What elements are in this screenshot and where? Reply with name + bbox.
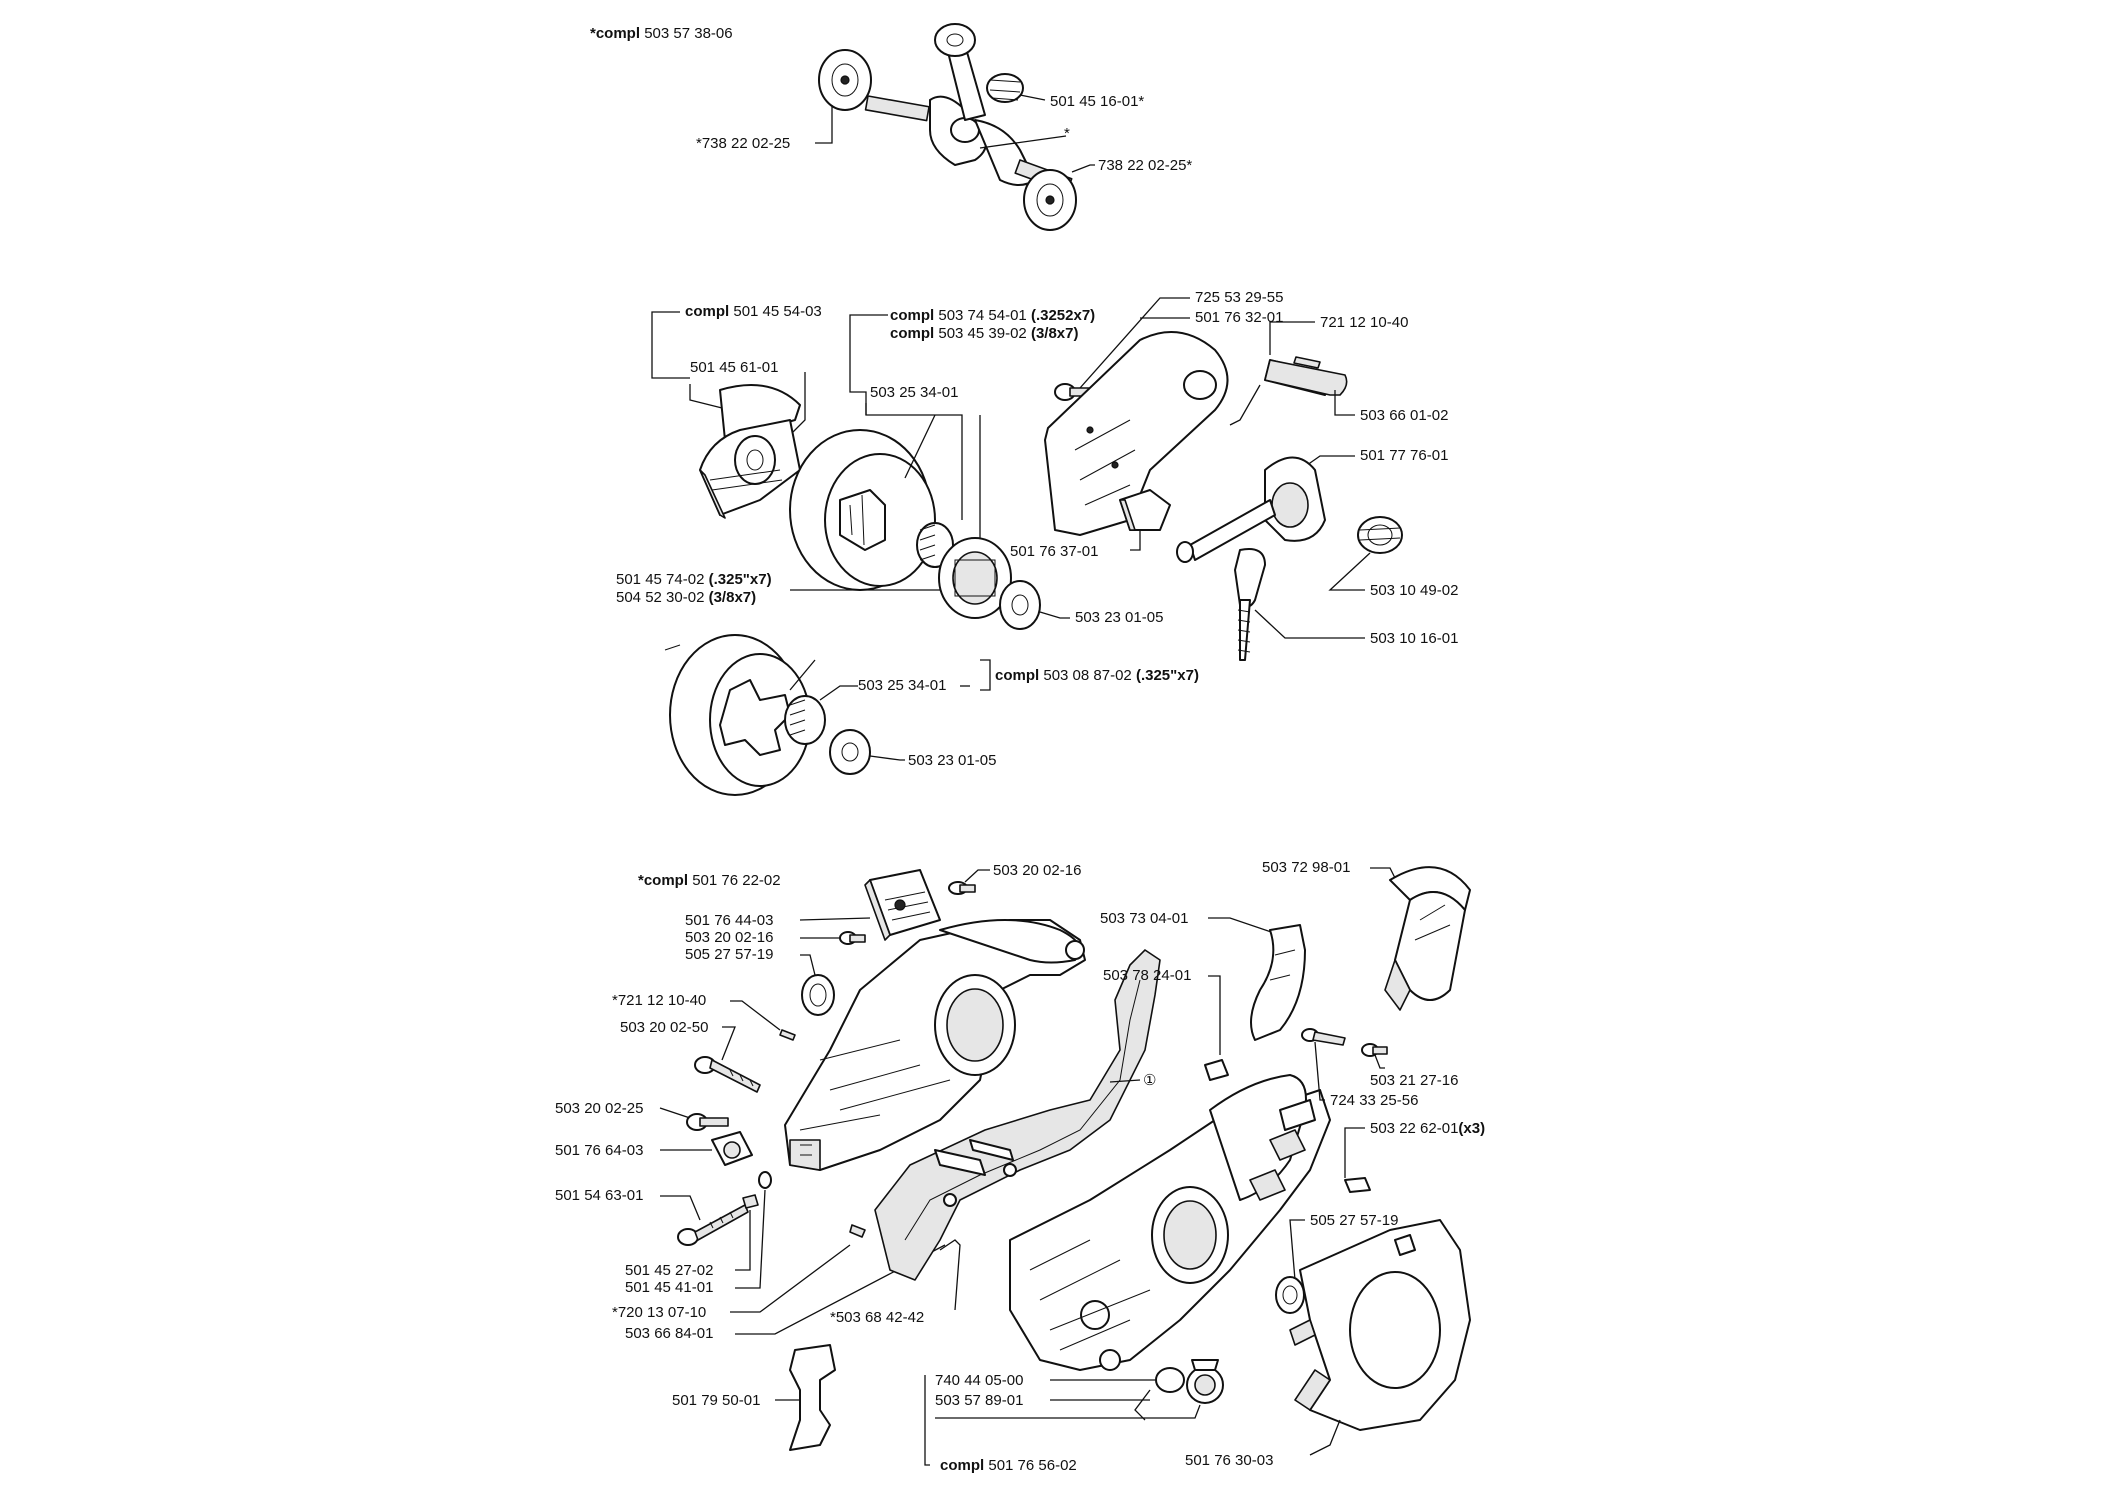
crankcase-compl-label: *compl 501 76 22-02 [638,872,781,889]
crankcase-bolt-2-drawing [686,1113,729,1131]
oil-pump-screw-drawing [1054,383,1091,401]
oil-pump-pin-label: 721 12 10-40 [1320,314,1408,331]
oil-pump-spring-drawing [1357,516,1403,554]
clutch-bearing-2-label: 503 25 34-01 [858,677,946,694]
crankcase-grommet-label: 503 78 24-01 [1103,967,1191,984]
clutch-shoe-compl-label: compl 501 45 54-03 [685,303,822,320]
clutch-sprocket-2-label: 504 52 30-02 (3/8x7) [616,589,756,606]
crankcase-bolt-1-label: 503 20 02-50 [620,1019,708,1036]
clutch-drum-2-drawing [664,634,811,796]
crankcase-o-ring-drawing [1134,1367,1185,1421]
crankcase-gasket-marker: ① [1143,1072,1156,1089]
clutch-needle-bearing-2-drawing [784,695,826,745]
crankcase-cover-label: 503 73 04-01 [1100,910,1188,927]
crankcase-stop-drawing [711,1131,753,1166]
clutch-washer-1-drawing [999,580,1041,630]
crankcase-part-a-label: 501 45 27-02 [625,1262,713,1279]
crankcase-screw-mount-label: 503 20 02-16 [685,929,773,946]
crankcase-screw-set-drawing [1344,1177,1371,1193]
oil-pump-plate-drawing [1044,331,1229,536]
crankshaft-bearing-left-label: *738 22 02-25 [696,135,790,152]
clutch-drum-compl-1-label: compl 503 74 54-01 (.3252x7) [890,307,1095,324]
clutch-drum-1-drawing [789,429,936,591]
oil-pump-guide-drawing [1119,489,1171,531]
clutch-washer-1-label: 503 23 01-05 [1075,609,1163,626]
crankcase-stop-label: 501 76 64-03 [555,1142,643,1159]
crankcase-bolt-3-label: 501 54 63-01 [555,1187,643,1204]
crankcase-grommet-drawing [1204,1059,1229,1081]
crankcase-part-c-label: 503 66 84-01 [625,1325,713,1342]
crankcase-part-a-drawing [742,1171,772,1209]
crankshaft-bearing-right-label: 738 22 02-25* [1098,157,1192,174]
clutch-shoe-drawing [699,384,801,519]
crankcase-bolt-1-drawing [694,1056,761,1093]
clutch-sprocket-drawing [938,537,1012,619]
crankshaft-drawing [818,23,1077,231]
oil-pump-guide-label: 501 76 37-01 [1010,543,1098,560]
crankcase-deflector-label: 503 72 98-01 [1262,859,1350,876]
crankcase-seal-right-drawing [1275,1276,1305,1314]
crankcase-pin-b-label: *720 13 07-10 [612,1304,706,1321]
crankcase-mount-label: 501 76 44-03 [685,912,773,929]
oil-pump-hose-label: 503 10 16-01 [1370,630,1458,647]
clutch-bearing-1-label: 503 25 34-01 [870,384,958,401]
oil-pump-hose-drawing [1234,548,1266,661]
crankcase-chain-catcher-label: 501 79 50-01 [672,1392,760,1409]
oil-pump-shaft-label: 503 66 01-02 [1360,407,1448,424]
clutch-drum-compl-2-label: compl 503 45 39-02 (3/8x7) [890,325,1078,342]
oil-pump-pump-drawing [1176,456,1326,563]
crankcase-screw-cover-2-label: 724 33 25-56 [1330,1092,1418,1109]
crankshaft-compl-label: *compl 503 57 38-06 [590,25,733,42]
crankcase-screw-top-drawing [948,881,976,895]
crankcase-deflector-drawing [1384,866,1471,1011]
crankcase-starter-guard-drawing [1289,1219,1471,1431]
crankcase-seal-left-label: 505 27 57-19 [685,946,773,963]
clutch-washer-2-label: 503 23 01-05 [908,752,996,769]
crankcase-cap-drawing [1186,1359,1224,1404]
clutch-washer-2-drawing [829,729,871,775]
crankcase-screw-cover-label: 503 21 27-16 [1370,1072,1458,1089]
crankcase-starter-guard-label: 501 76 30-03 [1185,1452,1273,1469]
crankcase-gasket-drawing [874,949,1161,1281]
oil-pump-shaft-drawing [1229,359,1348,426]
oil-pump-spring-label: 503 10 49-02 [1370,582,1458,599]
oil-pump-plate-label: 501 76 32-01 [1195,309,1283,326]
crankshaft-needle-bearing-label: 501 45 16-01* [1050,93,1144,110]
clutch-sprocket-1-label: 501 45 74-02 (.325"x7) [616,571,772,588]
crankcase-cover-drawing [1250,924,1306,1041]
clutch-shoe-label: 501 45 61-01 [690,359,778,376]
oil-pump-screw-label: 725 53 29-55 [1195,289,1283,306]
crankcase-pin-left-label: *721 12 10-40 [612,992,706,1009]
crankcase-screw-mount-drawing [839,931,866,945]
crankcase-seal-left-drawing [801,974,835,1016]
clutch-drum-compl-3-label: compl 503 08 87-02 (.325"x7) [995,667,1199,684]
clutch-group: compl 501 45 54-03 501 45 61-01 compl 50… [616,303,1199,796]
crankcase-screw-set-label: 503 22 62-01(x3) [1370,1120,1485,1137]
crankcase-screw-top-label: 503 20 02-16 [993,862,1081,879]
crankcase-right-half-drawing [1009,1074,1331,1371]
oil-pump-group: 725 53 29-55 501 76 32-01 721 12 10-40 [1010,289,1458,661]
crankshaft-marker: * [1064,125,1070,142]
crankcase-o-ring-label: 740 44 05-00 [935,1372,1023,1389]
crankcase-screw-cover-drawing [1301,1028,1388,1057]
crankcase-chain-catcher-drawing [789,1344,836,1451]
crankcase-cap-compl-label: compl 501 76 56-02 [940,1457,1077,1474]
crankcase-seal-right-label: 505 27 57-19 [1310,1212,1398,1229]
crankcase-gasket-label: *503 68 42-42 [830,1309,924,1326]
crankcase-group: *compl 501 76 22-02 503 20 02-16 501 76 … [555,859,1485,1474]
crankcase-bolt-3-drawing [677,1204,749,1246]
crankcase-left-half-drawing [784,919,1086,1171]
crankcase-mount-drawing [864,869,941,941]
oil-pump-pump-label: 501 77 76-01 [1360,447,1448,464]
crankshaft-group: *compl 503 57 38-06 501 45 16-01* * *738… [590,23,1192,231]
crankcase-cap-label: 503 57 89-01 [935,1392,1023,1409]
crankcase-bolt-2-label: 503 20 02-25 [555,1100,643,1117]
crankcase-part-b-label: 501 45 41-01 [625,1279,713,1296]
